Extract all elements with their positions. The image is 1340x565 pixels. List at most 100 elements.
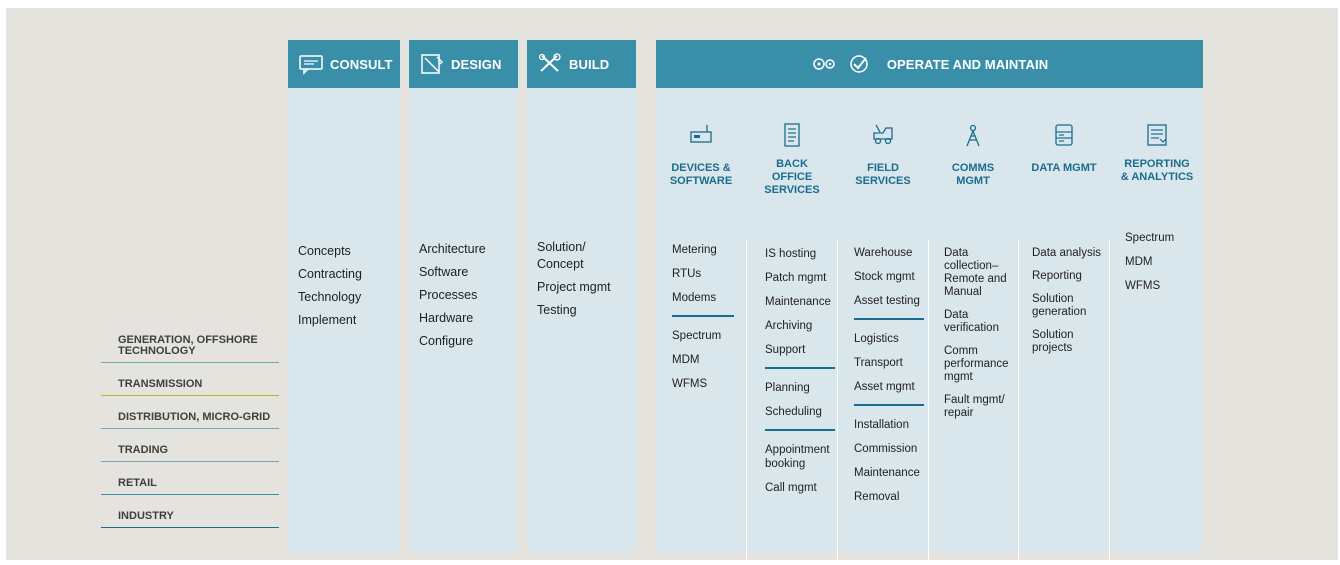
backoffice-items: IS hosting Patch mgmt Maintenance Archiv… xyxy=(765,247,835,505)
reporting-items: Spectrum MDM WFMS xyxy=(1125,231,1195,303)
list-item: Data analysis xyxy=(1032,247,1102,259)
comms-title-line: COMMS xyxy=(951,162,995,174)
industry-label: DISTRIBUTION, MICRO-GRID xyxy=(118,411,271,423)
list-item: Call mgmt xyxy=(765,482,817,494)
list-item: Transport xyxy=(854,357,903,369)
column-divider xyxy=(1018,240,1019,565)
list-item: Project mgmt xyxy=(537,280,611,294)
field-vehicle-icon xyxy=(873,124,893,145)
data-items: Data analysis Reporting Solution generat… xyxy=(1032,247,1106,365)
list-item: Data collection–Remote and Manual xyxy=(944,247,1007,298)
consult-column: CONSULT Concepts Contracting Technology … xyxy=(288,40,400,552)
design-items: Architecture Software Processes Hardware… xyxy=(419,238,486,353)
group-separator xyxy=(854,318,924,320)
column-divider xyxy=(837,240,838,565)
column-divider xyxy=(746,240,747,565)
list-item: Solution projects xyxy=(1032,329,1074,354)
list-item: Testing xyxy=(537,303,577,317)
list-item: Metering xyxy=(672,244,717,256)
list-item: Fault mgmt/ repair xyxy=(944,394,1005,419)
data-mgmt-heading: DATA MGMT xyxy=(1027,122,1101,175)
list-item: Asset testing xyxy=(854,295,920,307)
column-divider xyxy=(928,240,929,565)
devices-items: Metering RTUs Modems Spectrum MDM WFMS xyxy=(672,243,734,401)
devices-software-heading: DEVICES & SOFTWARE xyxy=(664,122,738,188)
list-item: Support xyxy=(765,344,806,356)
list-item: Archiving xyxy=(765,320,813,332)
list-item: Installation xyxy=(854,419,909,431)
field-title-line: SERVICES xyxy=(855,175,911,187)
list-item: Software xyxy=(419,265,469,279)
field-items: Warehouse Stock mgmt Asset testing Logis… xyxy=(854,246,924,514)
column-divider xyxy=(1109,240,1110,565)
industry-item: RETAIL xyxy=(101,477,279,495)
blueprint-icon xyxy=(421,54,443,74)
group-separator xyxy=(672,315,734,317)
list-item: Spectrum xyxy=(1125,232,1175,244)
build-label: BUILD xyxy=(569,56,610,72)
backoffice-title-line: BACK xyxy=(776,158,808,170)
industry-item: TRADING xyxy=(101,445,279,462)
gears-icon xyxy=(813,58,835,70)
design-column: DESIGN Architecture Software Processes H… xyxy=(409,40,518,552)
list-item: WFMS xyxy=(672,378,708,390)
list-item: Removal xyxy=(854,491,900,503)
list-item: Warehouse xyxy=(854,247,913,259)
back-office-heading: BACK OFFICE SERVICES xyxy=(755,122,829,197)
backoffice-title-line: SERVICES xyxy=(764,184,820,196)
list-item: Hardware xyxy=(419,311,474,325)
operate-header: OPERATE AND MAINTAIN xyxy=(656,40,1203,88)
list-item: Solution generation xyxy=(1032,293,1087,318)
group-separator xyxy=(854,404,924,406)
operate-label: OPERATE AND MAINTAIN xyxy=(886,56,1049,72)
device-icon xyxy=(690,125,712,143)
list-item: Appointment booking xyxy=(765,444,830,470)
devices-title-line: DEVICES & xyxy=(671,162,731,174)
reporting-title-line: & ANALYTICS xyxy=(1120,171,1194,183)
list-item: Scheduling xyxy=(765,406,822,418)
list-item: Processes xyxy=(419,288,478,302)
document-icon xyxy=(784,123,800,147)
list-item: Asset mgmt xyxy=(854,381,915,393)
list-item: MDM xyxy=(1125,256,1153,268)
reporting-title-line: REPORTING xyxy=(1124,158,1190,170)
list-item: Configure xyxy=(419,334,474,348)
data-title-line: DATA MGMT xyxy=(1031,162,1097,174)
list-item: Technology xyxy=(298,290,362,304)
tools-icon xyxy=(538,53,561,72)
list-item: Planning xyxy=(765,382,810,394)
list-item: Data verification xyxy=(944,309,999,334)
field-services-heading: FIELD SERVICES xyxy=(846,122,920,188)
report-icon xyxy=(1147,124,1167,146)
list-item: Patch mgmt xyxy=(765,272,827,284)
server-icon xyxy=(1055,124,1073,146)
list-item: Modems xyxy=(672,292,717,304)
industry-label: INDUSTRY xyxy=(118,510,174,522)
industry-label: RETAIL xyxy=(118,477,157,489)
list-item: Architecture xyxy=(419,242,486,256)
industry-label: TRANSMISSION xyxy=(118,378,203,390)
build-header: BUILD xyxy=(527,40,636,88)
reporting-analytics-heading: REPORTING & ANALYTICS xyxy=(1117,122,1197,184)
build-column: BUILD Solution/ Concept Project mgmt Tes… xyxy=(527,40,636,552)
consult-label: CONSULT xyxy=(330,56,393,72)
checkmark-gauge-icon xyxy=(850,55,868,73)
group-separator xyxy=(765,429,835,431)
design-label: DESIGN xyxy=(451,56,502,72)
industry-label: GENERATION, OFFSHORE TECHNOLOGY xyxy=(118,334,258,357)
list-item: IS hosting xyxy=(765,248,817,260)
industry-item: GENERATION, OFFSHORE TECHNOLOGY xyxy=(101,334,279,363)
comms-items: Data collection–Remote and Manual Data v… xyxy=(944,247,1014,430)
design-header: DESIGN xyxy=(409,40,518,88)
diagram-canvas: CONSULT Concepts Contracting Technology … xyxy=(6,8,1338,565)
list-item: Reporting xyxy=(1032,270,1082,282)
chat-icon xyxy=(299,55,323,75)
build-items: Solution/ Concept Project mgmt Testing xyxy=(537,239,611,319)
list-item: RTUs xyxy=(672,268,702,280)
list-item: Commission xyxy=(854,443,918,455)
industry-item: INDUSTRY xyxy=(101,510,279,528)
backoffice-title-line: OFFICE xyxy=(771,171,813,183)
industry-item: DISTRIBUTION, MICRO-GRID xyxy=(101,411,279,429)
consult-items: Concepts Contracting Technology Implemen… xyxy=(298,240,362,332)
consult-header: CONSULT xyxy=(288,40,400,88)
